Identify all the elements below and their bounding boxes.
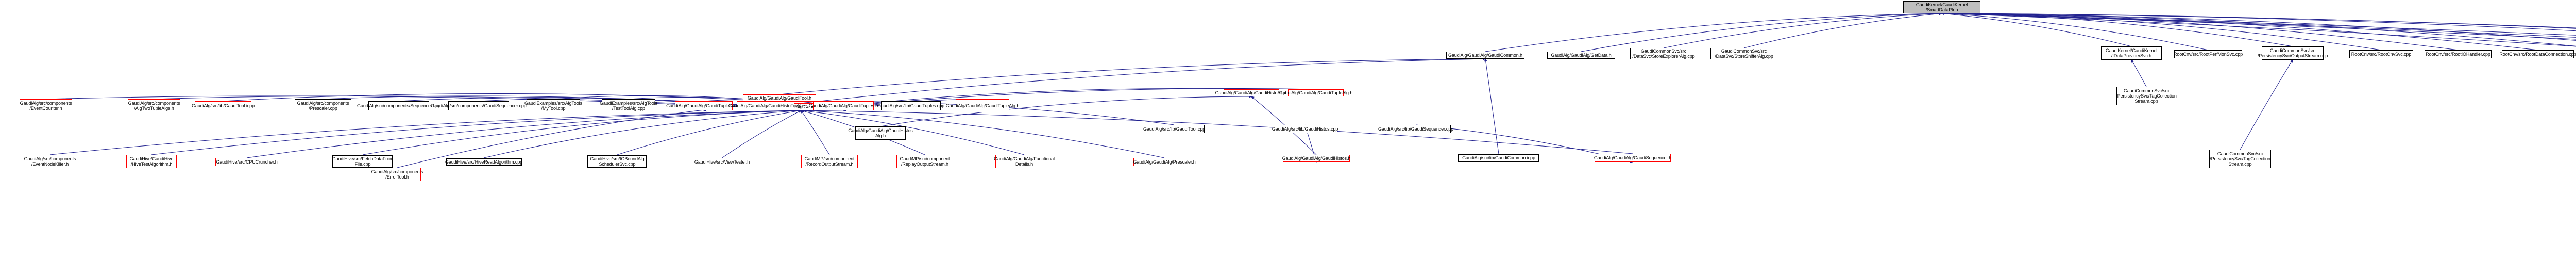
graph-edge [483, 109, 802, 158]
graph-edge [1485, 12, 1942, 52]
graph-edge [1941, 12, 2538, 51]
graph-edge [1581, 12, 1942, 52]
graph-node[interactable]: GaudiAlg/src/lib/GaudiTool.icpp [192, 101, 255, 110]
graph-edge [1941, 12, 2382, 51]
graph-edge [1941, 12, 2459, 51]
graph-node[interactable]: GaudiKernel/GaudiKernel /IDataProviderSv… [2101, 46, 2162, 60]
graph-node[interactable]: GaudiCommonSvc/src /PersistencySvc/TagCo… [2209, 150, 2271, 168]
graph-node[interactable]: RootCnv/src/RootDataConnection.cpp [2499, 50, 2576, 58]
graph-node[interactable]: GaudiAlg/src/lib/GaudiHistos.cpp [1272, 125, 1338, 133]
graph-edge [1941, 12, 2576, 29]
graph-node[interactable]: GaudiAlg/GaudiAlg/Functional Details.h [994, 155, 1055, 168]
graph-node[interactable]: GaudiAlg/src/lib/GaudiTool.cpp [1143, 125, 1205, 133]
graph-edge [1941, 12, 2576, 46]
graph-node[interactable]: GaudiAlg/GaudiAlg/GaudiCommon.h [1446, 52, 1524, 59]
graph-node[interactable]: GaudiAlg/GaudiAlg/GaudiHistos.h [1282, 155, 1351, 162]
graph-edge [1663, 12, 1942, 48]
graph-node[interactable]: GaudiAlg/src/components /EventCounter.h [20, 99, 72, 112]
graph-edge [1941, 12, 2293, 47]
graph-node[interactable]: GaudiHive/src/HiveReadAlgorithm.cpp [445, 158, 522, 166]
graph-node[interactable]: RootCnv/src/RootCnvSvc.cpp [2349, 50, 2413, 58]
graph-node[interactable]: GaudiAlg/GaudiAlg/GaudiHistoTool.h [728, 101, 803, 110]
graph-node[interactable]: GaudiExamples/src/AlgTools /TestToolAlg.… [600, 99, 657, 112]
graph-edge [779, 57, 1486, 95]
graph-node[interactable]: GaudiAlg/GaudiAlg/Prescaler.h [1133, 158, 1196, 166]
graph-node[interactable]: RootCnv/src/RootIOHandler.cpp [2425, 50, 2492, 58]
graph-node[interactable]: GaudiMP/src/component /ReplayOutputStrea… [896, 155, 953, 168]
graph-node[interactable]: GaudiAlg/GaudiAlg/GaudiTupleAlg.h [1279, 89, 1353, 96]
graph-edge [1941, 12, 2209, 51]
graph-edge [2131, 59, 2147, 87]
graph-node[interactable]: GaudiCommonSvc/src /PersistencySvc/Outpu… [2258, 46, 2328, 60]
graph-edge [722, 110, 802, 158]
graph-node-root[interactable]: GaudiKernel/GaudiKernel /SmartDataPtr.h [1903, 1, 1980, 13]
graph-edge [801, 109, 1633, 154]
graph-edge [1941, 12, 2132, 47]
graph-node[interactable]: GaudiAlg/GaudiAlg/GetData.h [1547, 52, 1615, 59]
graph-node[interactable]: GaudiCommonSvc/src /PersistencySvc/TagCo… [2116, 87, 2177, 105]
graph-edge [1941, 12, 2576, 31]
graph-node[interactable]: GaudiAlg/GaudiAlg/GaudiSequencer.h [1594, 154, 1671, 162]
graph-node[interactable]: GaudiMP/src/component /RecordOutputStrea… [801, 155, 858, 168]
graph-node[interactable]: GaudiAlg/src/components /Prescaler.cpp [295, 99, 351, 112]
graph-edge [49, 109, 802, 155]
graph-edge [2240, 59, 2293, 150]
graph-edge [1484, 58, 1499, 154]
graph-edge [617, 109, 802, 155]
graph-node[interactable]: GaudiAlg/src/components/Sequencer.cpp [357, 101, 440, 110]
graph-node[interactable]: GaudiAlg/GaudiAlg/GaudiTupleTool.h [666, 101, 741, 110]
graph-node[interactable]: GaudiAlg/src/lib/GaudiSequencer.cpp [1378, 125, 1453, 133]
graph-node[interactable]: GaudiAlg/GaudiAlg/GaudiTuples.h [809, 101, 878, 110]
graph-node[interactable]: GaudiHive/src/CPUCruncher.h [215, 158, 278, 166]
graph-node[interactable]: GaudiAlg/GaudiAlg/GaudiHistos Alg.h [848, 126, 913, 140]
graph-node[interactable]: GaudiAlg/src/components /ErrorTool.h [371, 168, 423, 181]
graph-node[interactable]: GaudiExamples/src/AlgTools /MyTool.cpp [524, 99, 582, 112]
graph-edge [1743, 12, 1942, 48]
graph-node[interactable]: GaudiHive/GaudiHive /HiveTestAlgorithm.h [126, 155, 177, 168]
graph-node[interactable]: GaudiCommonSvc/src /DataSvc/StoreSniffer… [1710, 48, 1777, 59]
graph-node[interactable]: GaudiHive/src/ViewTester.h [693, 158, 751, 166]
graph-node[interactable]: GaudiAlg/src/lib/GaudiTuples.cpp [877, 101, 944, 110]
graph-node[interactable]: GaudiAlg/src/components /AlgTwoTupleAlgs… [128, 99, 180, 112]
graph-node[interactable]: GaudiCommonSvc/src /DataSvc/StoreExplore… [1630, 48, 1697, 59]
graph-node[interactable]: GaudiAlg/GaudiAlg/GaudiTupleAlg.h [946, 99, 1019, 112]
graph-node[interactable]: GaudiHive/src/IOBoundAlg SchedulerSvc.cp… [587, 155, 647, 168]
graph-edge [801, 57, 1486, 104]
graph-node[interactable]: GaudiAlg/src/components/GaudiSequencer.c… [431, 101, 527, 110]
graph-node[interactable]: GaudiHive/src/FetchDataFrom File.cpp [332, 155, 394, 168]
graph-node[interactable]: GaudiAlg/src/components /EventNodeKiller… [24, 155, 76, 168]
graph-node[interactable]: RootCnv/src/RootPerfMonSvc.cpp [2174, 50, 2243, 58]
graph-node[interactable]: GaudiAlg/GaudiAlg/GaudiHistoAlg.h [1215, 89, 1288, 96]
graph-node[interactable]: GaudiAlg/src/lib/GaudiCommon.icpp [1458, 154, 1539, 162]
graph-edge [801, 110, 830, 155]
graph-edge [362, 109, 802, 155]
graph-edge [246, 109, 802, 158]
graph-node[interactable]: GaudiAlg/GaudiAlg/GaudiTool.h [743, 94, 816, 102]
graph-edge [1941, 12, 2576, 28]
graph-edge [151, 109, 802, 155]
graph-edge [1941, 12, 2576, 41]
